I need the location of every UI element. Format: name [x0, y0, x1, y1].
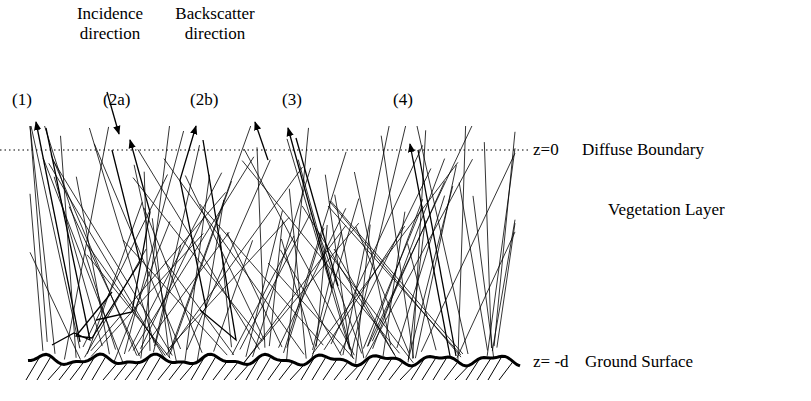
boundary-label: z= -d: [533, 352, 569, 372]
direction-label: Backscatter direction: [160, 4, 270, 44]
vegetation-stems: [30, 126, 515, 364]
layer-label: Vegetation Layer: [608, 200, 725, 220]
ground-surface: [26, 354, 520, 380]
callout-number: (3): [282, 90, 302, 110]
boundary-label: z=0: [533, 140, 559, 160]
callout-number: (1): [12, 90, 32, 110]
boundary-label: Diffuse Boundary: [582, 140, 704, 160]
callout-number: (2b): [190, 90, 218, 110]
direction-label: Incidence direction: [60, 4, 160, 44]
callout-number: (2a): [103, 90, 130, 110]
boundary-label: Ground Surface: [585, 352, 693, 372]
callout-number: (4): [393, 90, 413, 110]
ray-paths: [36, 92, 456, 356]
